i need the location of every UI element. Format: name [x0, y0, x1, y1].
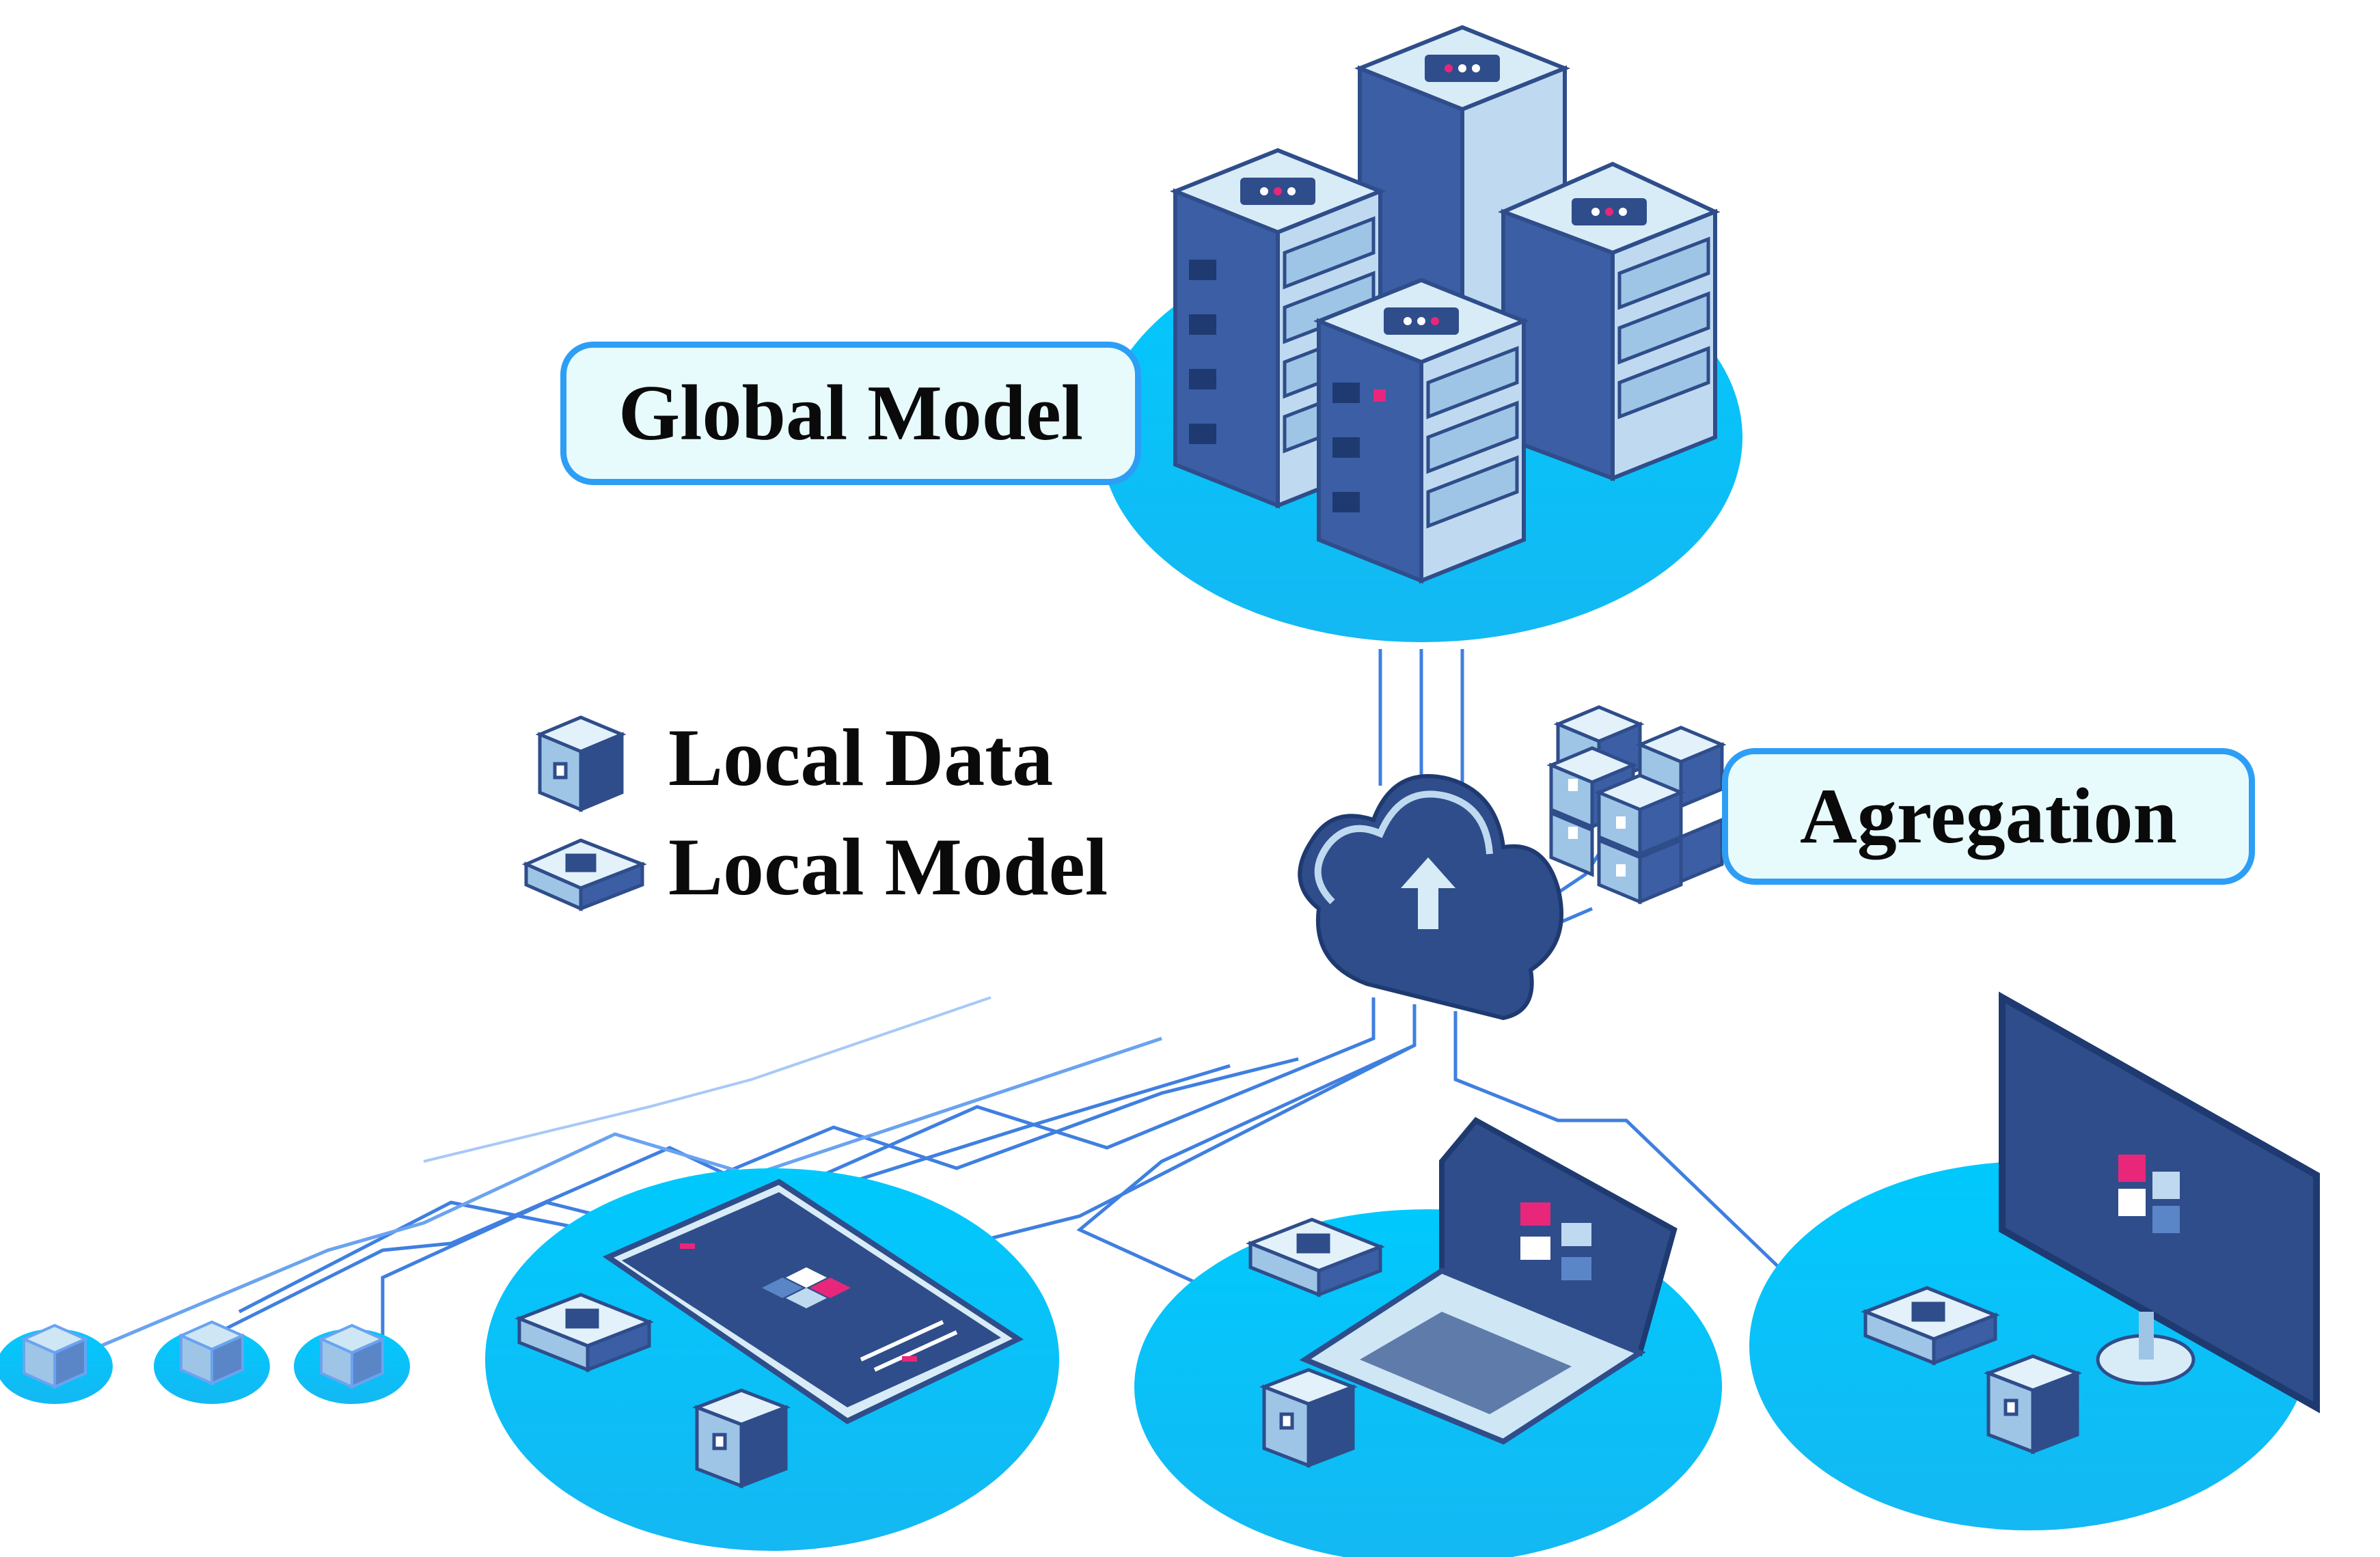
local-model-box-icon [521, 838, 647, 911]
monitor-local-data-cube [1984, 1354, 2082, 1455]
legend-local-data-label: Local Data [668, 712, 1054, 803]
edge-node-3 [294, 1323, 410, 1404]
tablet-local-model-box [515, 1293, 654, 1373]
cloud-upload-icon [1298, 774, 1563, 1021]
server-rack-icon [1169, 25, 1721, 584]
local-data-cube-icon [535, 715, 627, 812]
aggregation-text: Agregation [1799, 772, 2178, 860]
network-lines [68, 649, 1833, 1362]
tablet-icon [602, 1179, 1024, 1424]
tablet-local-data-cube [692, 1388, 791, 1489]
global-model-text: Global Model [618, 369, 1083, 457]
aggregation-label: Agregation [1722, 748, 2255, 885]
legend-local-model-label: Local Model [668, 821, 1108, 912]
laptop-local-data-cube [1259, 1368, 1358, 1468]
laptop-icon [1299, 1116, 1678, 1445]
monitor-icon [1999, 991, 2320, 1414]
edge-node-1 [0, 1323, 113, 1404]
edge-node-2 [154, 1320, 270, 1404]
aggregation-cubes-icon [1546, 705, 1727, 905]
laptop-local-model-box [1246, 1217, 1385, 1297]
global-model-label: Global Model [560, 342, 1141, 485]
monitor-local-model-box [1861, 1286, 2000, 1366]
